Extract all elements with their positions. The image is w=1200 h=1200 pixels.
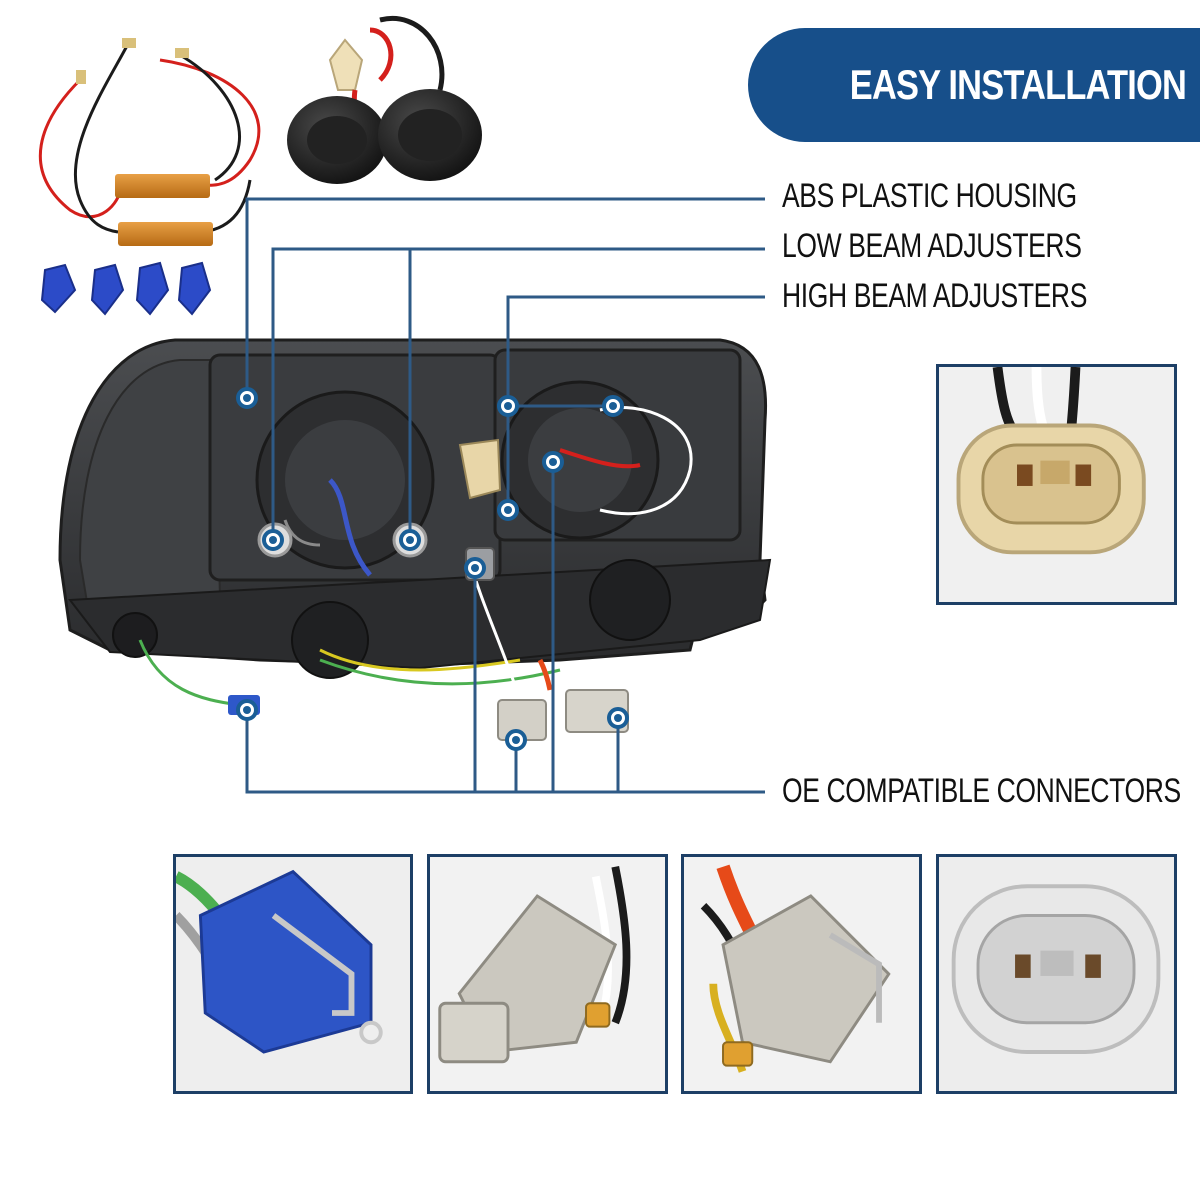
blue-wire-taps bbox=[40, 261, 212, 316]
label-low-beam-adjusters: LOW BEAM ADJUSTERS bbox=[782, 227, 1082, 265]
label-high-beam-adjusters: HIGH BEAM ADJUSTERS bbox=[782, 277, 1087, 315]
inset-turn-signal-connector bbox=[427, 854, 668, 1094]
inset-headlight-connector-closeup bbox=[936, 364, 1177, 605]
headlight-housing bbox=[58, 338, 772, 741]
load-resistor-harness bbox=[38, 38, 261, 246]
label-abs-plastic-housing: ABS PLASTIC HOUSING bbox=[782, 177, 1077, 215]
resistor-2 bbox=[118, 222, 213, 246]
resistor-1 bbox=[115, 174, 210, 198]
label-oe-compatible-connectors: OE COMPATIBLE CONNECTORS bbox=[782, 772, 1181, 810]
inset-headlight-socket bbox=[936, 854, 1177, 1094]
easy-installation-banner: EASY INSTALLATION bbox=[748, 28, 1200, 142]
leader-lines bbox=[245, 197, 765, 794]
banner-title: EASY INSTALLATION bbox=[849, 61, 1187, 108]
inset-blue-side-marker-connector bbox=[173, 854, 413, 1094]
dust-caps bbox=[287, 16, 482, 184]
inset-park-lamp-connector bbox=[681, 854, 922, 1094]
